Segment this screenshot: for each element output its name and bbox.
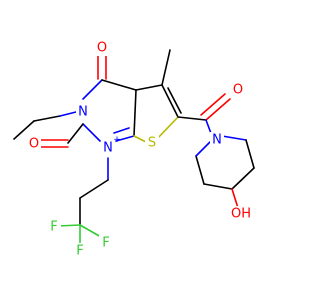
atom-o-carbonyl: O — [231, 82, 245, 98]
bond-pip-c3-c4 — [231, 167, 255, 190]
bond-cf3-f2 — [57, 224, 81, 227]
bond-carbonyl-o-2 — [200, 93, 226, 116]
atom-f-1: F — [73, 243, 87, 259]
bond-c5-methyl — [161, 49, 171, 86]
atom-n-ethyl: N — [76, 104, 90, 120]
molecule-svg: O O O N N + N S F — [13, 41, 255, 259]
atom-label: F — [102, 236, 109, 251]
atom-label: F — [50, 220, 57, 235]
structure-diagram: O O O N N + N S F — [13, 41, 255, 259]
atom-f-3: F — [99, 235, 113, 251]
bond-pip-c5-c6 — [195, 155, 205, 185]
bond-c4a-c7a — [133, 89, 137, 137]
bond-c7a-n1 — [115, 135, 135, 142]
bond-pip-c2-c3 — [245, 139, 255, 169]
bond-n3-c4 — [82, 79, 103, 100]
bond-c4a-c5 — [135, 84, 163, 91]
atom-n-piperidine: N — [210, 132, 224, 148]
atom-layer: O O O N N + N S F — [27, 41, 253, 259]
atom-label: O — [29, 137, 39, 152]
bond-layer — [13, 49, 255, 246]
bond-pip-n-c2 — [221, 135, 247, 141]
bond-c5-c6 — [161, 84, 179, 118]
bond-ethyl-ch2 — [33, 115, 61, 122]
atom-s-thiophene: S — [145, 135, 159, 151]
bond-cf3-f3 — [79, 224, 102, 238]
atom-label: N — [212, 133, 222, 148]
bond-n1-c2 — [82, 123, 101, 142]
atom-label: OH — [231, 207, 251, 222]
bond-pip-c6-n — [195, 141, 211, 157]
atom-oh: OH — [229, 206, 253, 222]
atom-label: O — [233, 83, 243, 98]
atom-o-left: O — [27, 136, 41, 152]
bond-ethyl-ch3 — [13, 120, 35, 140]
atom-label: S — [148, 136, 156, 151]
bond-carbonyl-o-1 — [205, 98, 231, 121]
bond-pip-c4-oh — [231, 188, 239, 209]
bond-c6-carbonyl — [177, 116, 207, 121]
atom-label: O — [97, 41, 107, 56]
bond-n3-c2 — [67, 123, 84, 144]
bond-ch2-ch2 — [79, 179, 109, 199]
charge-sign: + — [113, 135, 121, 145]
bond-c5-c6-double — [167, 87, 182, 114]
bond-pip-c4-c5 — [203, 183, 233, 190]
bond-c4-c4a — [101, 79, 137, 91]
bond-c7a-n1-double — [113, 127, 130, 134]
atom-label: F — [76, 244, 83, 259]
atom-f-2: F — [47, 219, 61, 235]
atom-n-cation: N + — [101, 135, 121, 156]
atom-label: N — [103, 141, 113, 156]
atom-label: N — [78, 105, 88, 120]
bond-c6-s — [155, 116, 179, 141]
atom-o-top: O — [95, 41, 109, 56]
